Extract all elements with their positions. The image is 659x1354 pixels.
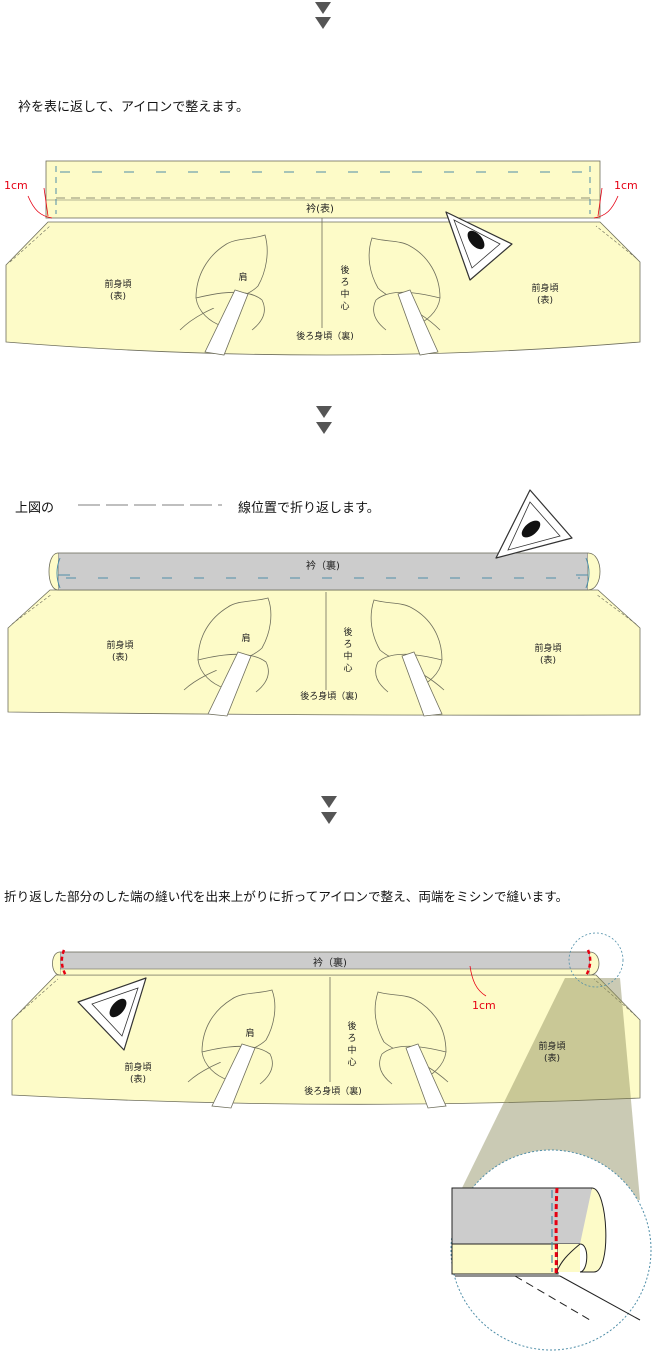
svg-text:ろ: ろ bbox=[347, 1033, 356, 1044]
svg-text:ろ: ろ bbox=[340, 277, 349, 288]
svg-text:後: 後 bbox=[340, 264, 349, 276]
iron-icon bbox=[445, 211, 513, 281]
svg-text:中: 中 bbox=[340, 288, 349, 300]
collar-label: 衿（裏) bbox=[313, 956, 347, 969]
collar-label: 衿（裏) bbox=[306, 559, 340, 572]
svg-text:(表): (表) bbox=[130, 1073, 146, 1085]
svg-text:(表): (表) bbox=[112, 651, 128, 663]
svg-text:前身頃: 前身頃 bbox=[534, 642, 561, 654]
collar bbox=[57, 552, 589, 591]
svg-text:後ろ身頃（裏): 後ろ身頃（裏) bbox=[296, 330, 354, 342]
svg-text:後ろ身頃（裏): 後ろ身頃（裏) bbox=[300, 690, 358, 702]
down-arrow-icon bbox=[315, 2, 331, 29]
measure-right: 1cm bbox=[614, 179, 638, 192]
step3-caption: 折り返した部分のした端の縫い代を出来上がりに折ってアイロンで整え、両端をミシンで… bbox=[4, 889, 569, 904]
svg-text:後ろ身頃（裏): 後ろ身頃（裏) bbox=[304, 1085, 362, 1097]
svg-text:前身頃: 前身頃 bbox=[104, 278, 131, 290]
svg-text:肩: 肩 bbox=[241, 632, 250, 644]
svg-text:肩: 肩 bbox=[245, 1027, 254, 1039]
step1-illustration: 衿(表) 1cm 1cm 前身頃 (表) 前身頃 (表) 肩 後 ろ 中 心 後… bbox=[4, 160, 641, 356]
magnifier-circle bbox=[450, 932, 652, 1351]
svg-text:(表): (表) bbox=[110, 290, 126, 302]
step2-illustration: 衿（裏) 前身頃 (表) 前身頃 (表) 肩 後 ろ 中 心 後ろ身頃（裏) bbox=[7, 489, 641, 717]
down-arrow-icon bbox=[316, 406, 332, 434]
step1-caption: 衿を表に返して、アイロンで整えます。 bbox=[18, 100, 250, 115]
svg-text:前身頃: 前身頃 bbox=[124, 1061, 151, 1073]
down-arrow-icon bbox=[321, 796, 337, 824]
svg-text:中: 中 bbox=[343, 650, 352, 662]
svg-text:心: 心 bbox=[347, 1057, 356, 1068]
iron-icon bbox=[495, 489, 573, 559]
step2-caption-before: 上図の bbox=[15, 501, 55, 516]
svg-text:前身頃: 前身頃 bbox=[538, 1040, 565, 1052]
collar bbox=[45, 160, 601, 219]
measure-left: 1cm bbox=[4, 179, 28, 192]
svg-text:肩: 肩 bbox=[238, 271, 247, 283]
step3-illustration: 衿（裏) 1cm 前身頃 (表) 前身頃 (表) 肩 後 ろ 中 心 後ろ身頃（… bbox=[11, 932, 652, 1351]
iron-icon bbox=[77, 977, 147, 1051]
svg-text:(表): (表) bbox=[537, 294, 553, 306]
measure-label: 1cm bbox=[472, 999, 496, 1012]
svg-text:後: 後 bbox=[347, 1020, 356, 1032]
svg-text:前身頃: 前身頃 bbox=[106, 639, 133, 651]
step2-caption-after: 線位置で折り返します。 bbox=[238, 501, 380, 516]
svg-text:心: 心 bbox=[340, 301, 349, 312]
svg-text:後: 後 bbox=[343, 626, 352, 638]
svg-text:心: 心 bbox=[343, 663, 352, 674]
svg-text:前身頃: 前身頃 bbox=[531, 282, 558, 294]
svg-text:(表): (表) bbox=[544, 1052, 560, 1064]
svg-text:中: 中 bbox=[347, 1044, 356, 1056]
svg-text:ろ: ろ bbox=[343, 639, 352, 650]
collar-label: 衿(表) bbox=[306, 202, 334, 215]
svg-text:(表): (表) bbox=[540, 654, 556, 666]
